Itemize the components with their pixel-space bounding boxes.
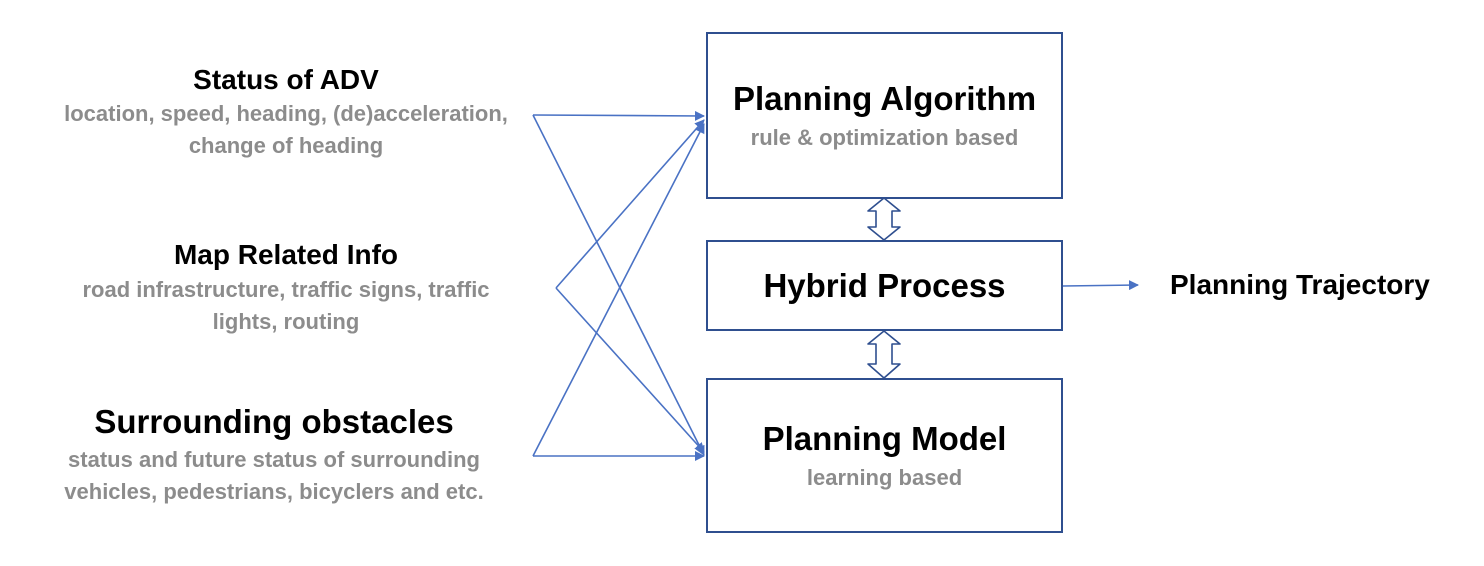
input-description-line: change of heading xyxy=(188,133,384,158)
input-description-line: lights, routing xyxy=(212,309,360,334)
input-status-of-adv: Status of ADV location, speed, heading, … xyxy=(22,62,550,162)
double-arrow-algorithm-hybrid-icon xyxy=(867,197,901,241)
input-title: Map Related Info xyxy=(173,239,398,270)
input-description-line: location, speed, heading, (de)accelerati… xyxy=(64,101,508,126)
connector-obstacles-to-algorithm xyxy=(532,123,705,457)
input-description-line: status and future status of surrounding xyxy=(68,447,480,472)
box-subtitle: rule & optimization based xyxy=(750,124,1019,150)
input-map-related-info: Map Related Info road infrastructure, tr… xyxy=(22,236,550,338)
connector-adv-to-model xyxy=(532,114,705,456)
double-arrow-hybrid-model-icon xyxy=(867,330,901,379)
box-title: Planning Model xyxy=(762,419,1007,457)
input-title: Status of ADV xyxy=(193,64,379,95)
input-surrounding-obstacles: Surrounding obstacles status and future … xyxy=(10,400,538,508)
connector-adv-to-algorithm xyxy=(532,110,705,121)
input-title: Surrounding obstacles xyxy=(94,403,454,440)
box-title: Hybrid Process xyxy=(763,266,1006,304)
connector-hybrid-to-output xyxy=(1062,280,1139,291)
box-subtitle: learning based xyxy=(806,464,963,490)
planning-model-box: Planning Model learning based xyxy=(706,378,1063,533)
box-title: Planning Algorithm xyxy=(732,79,1037,117)
planning-algorithm-box: Planning Algorithm rule & optimization b… xyxy=(706,32,1063,199)
output-planning-trajectory: Planning Trajectory xyxy=(1170,269,1430,300)
input-description-line: vehicles, pedestrians, bicyclers and etc… xyxy=(64,479,484,504)
input-description-line: road infrastructure, traffic signs, traf… xyxy=(82,277,490,302)
connector-map-to-algorithm xyxy=(555,119,705,289)
hybrid-process-box: Hybrid Process xyxy=(706,240,1063,331)
connector-map-to-model xyxy=(555,287,705,453)
